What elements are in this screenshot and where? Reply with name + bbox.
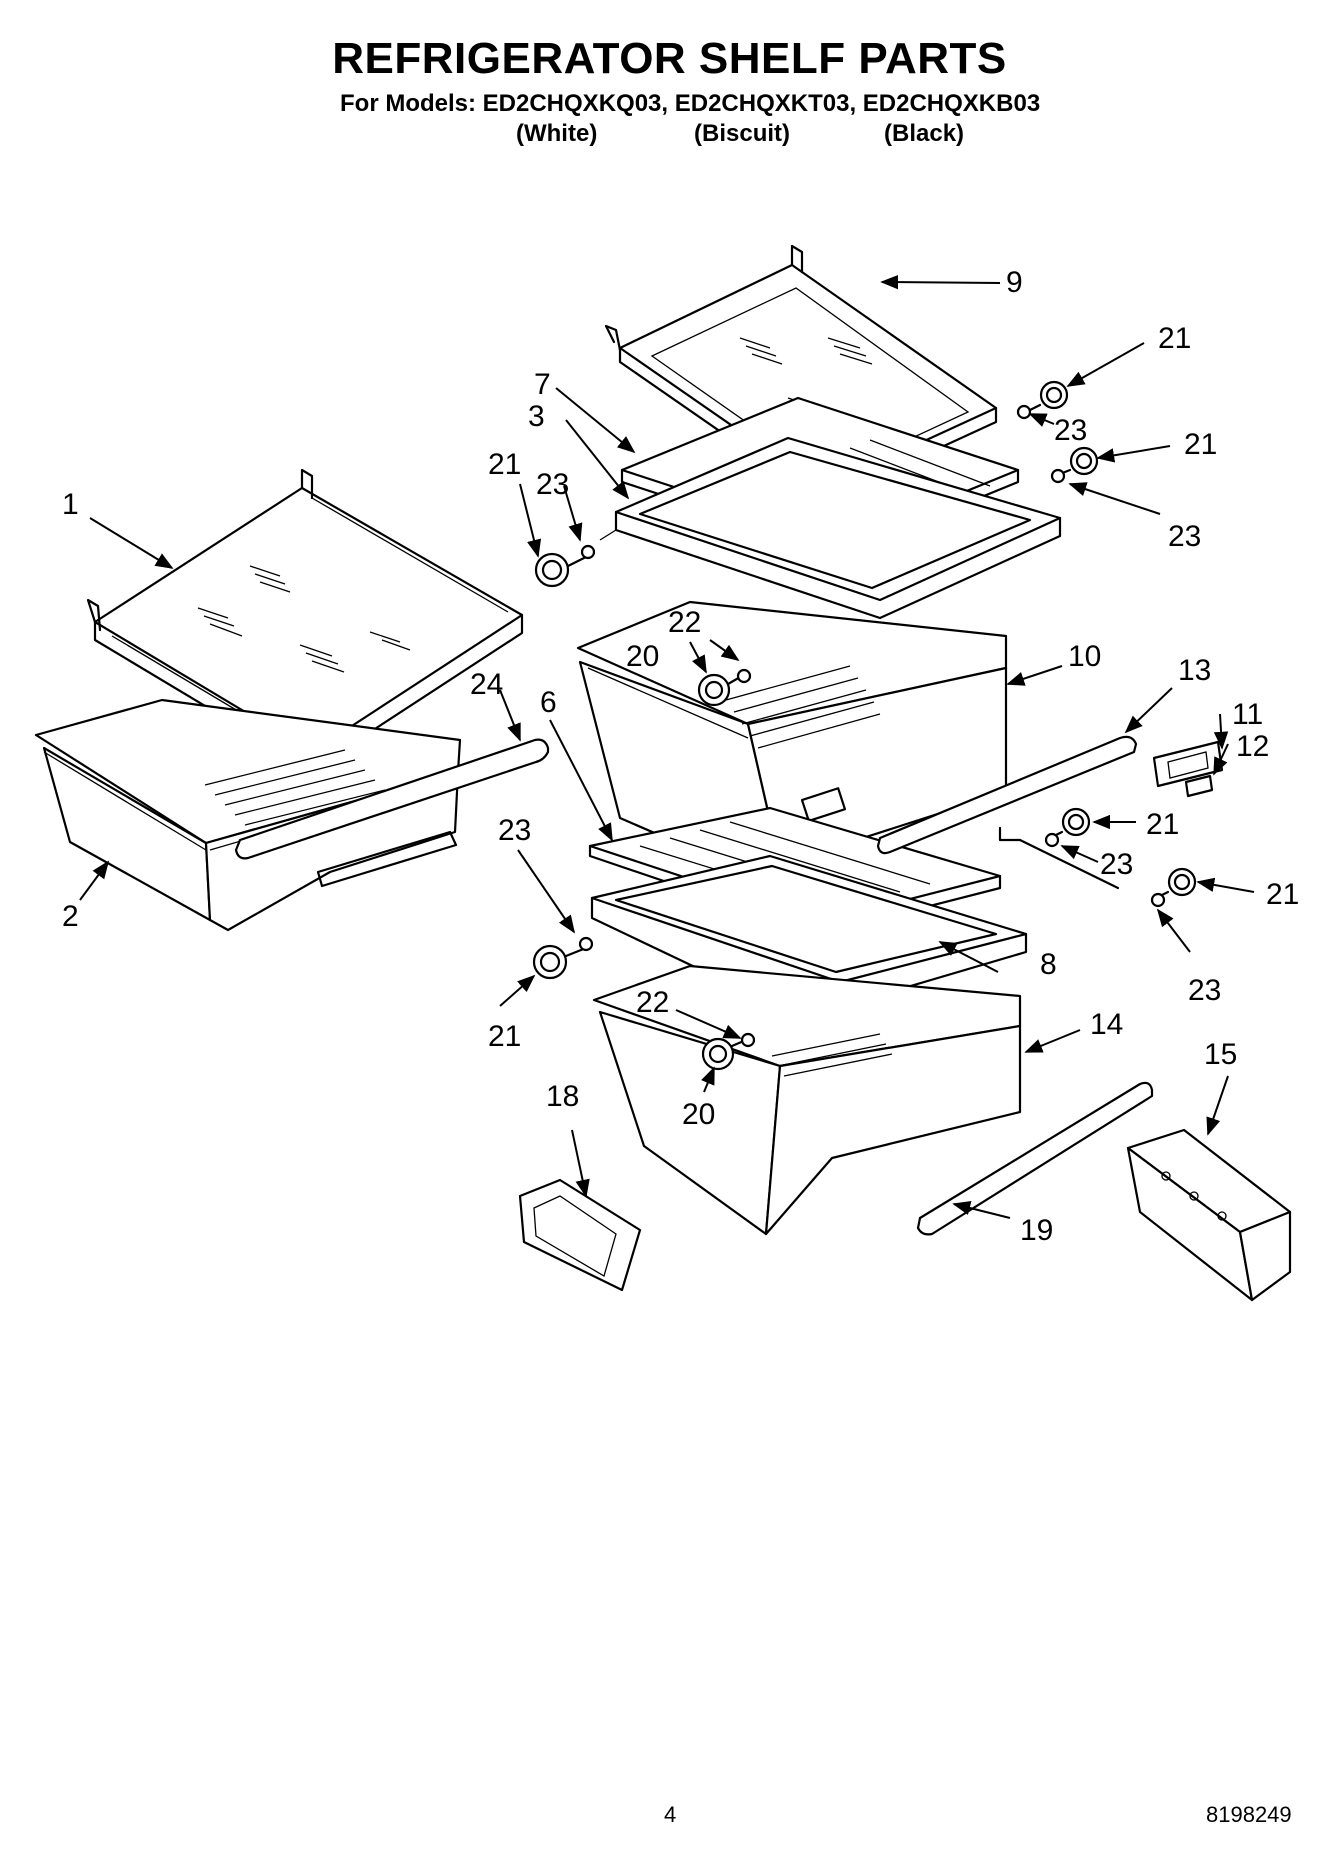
page-title: REFRIGERATOR SHELF PARTS [332,34,1007,83]
callout-14: 14 [1090,1008,1123,1041]
models-line: For Models: ED2CHQXKQ03, ED2CHQXKT03, ED… [340,90,1041,117]
callout-23d: 23 [1100,848,1133,881]
part-3-frame [599,436,1062,620]
callout-15: 15 [1204,1038,1237,1071]
callout-23a: 23 [1054,414,1087,447]
part-14-drawer [592,964,1022,1236]
callout-23c: 23 [536,468,569,501]
callout-18: 18 [546,1080,579,1113]
part-11-bracket [1152,740,1224,788]
callout-23f: 23 [498,814,531,847]
page-number: 4 [664,1802,677,1827]
callout-23b: 23 [1168,520,1201,553]
callout-2: 2 [62,900,79,933]
callout-12: 12 [1236,730,1269,763]
callout-7: 7 [534,368,551,401]
callout-9: 9 [1006,266,1023,299]
callout-20a: 20 [626,640,659,673]
callout-labels: 1 2 3 6 7 8 9 10 11 12 13 14 15 18 19 20… [62,266,1299,1247]
callout-13: 13 [1178,654,1211,687]
callout-3: 3 [528,400,545,433]
part-12-clip [1184,774,1214,798]
callout-6: 6 [540,686,557,719]
document-number: 8198249 [1206,1802,1292,1827]
part-2-drawer [34,698,462,932]
callout-21c: 21 [488,448,521,481]
part-24-rail [234,738,550,860]
callout-21d: 21 [1146,808,1179,841]
part-19-rail [916,1081,1154,1236]
callout-11: 11 [1232,698,1263,731]
variant-biscuit: (Biscuit) [694,120,790,147]
callout-21f: 21 [488,1020,521,1053]
callout-10: 10 [1068,640,1101,673]
callout-20b: 20 [682,1098,715,1131]
variant-white: (White) [516,120,598,147]
variant-black: (Black) [884,120,965,147]
callout-21b: 21 [1184,428,1217,461]
part-8-frame [590,854,1028,1020]
callout-22b: 22 [636,986,669,1019]
part-15-bin [1126,1128,1292,1302]
callout-8: 8 [1040,948,1057,981]
leader-lines [79,274,1255,1219]
callout-19: 19 [1020,1214,1053,1247]
callout-23e: 23 [1188,974,1221,1007]
callout-21a: 21 [1158,322,1191,355]
part-18-badge [518,1178,642,1292]
callout-21e: 21 [1266,878,1299,911]
callout-1: 1 [62,488,79,521]
glides-and-screws [532,380,1197,1071]
callout-22a: 22 [668,606,701,639]
callout-24: 24 [470,668,503,701]
part-13-rail [876,735,1138,855]
